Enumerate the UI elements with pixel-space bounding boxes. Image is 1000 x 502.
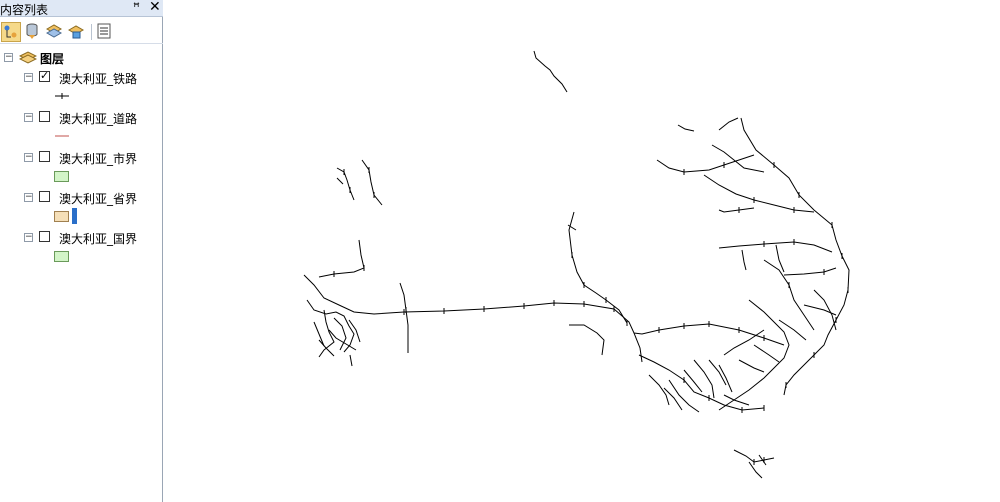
layer-label-country[interactable]: 澳大利亚_国界 — [59, 232, 138, 246]
toc-toolbar — [0, 20, 163, 44]
railway-symbol — [55, 93, 69, 99]
map-display[interactable] — [164, 0, 1000, 502]
country-visibility-checkbox[interactable] — [39, 231, 50, 242]
options-list-icon — [97, 23, 111, 39]
edit-cursor-bar — [72, 208, 77, 224]
road-visibility-checkbox[interactable] — [39, 111, 50, 122]
toolbar-separator — [91, 24, 92, 40]
layers-group-icon — [19, 51, 37, 64]
root-layer-label[interactable]: 图层 — [40, 52, 65, 66]
railway-crossties — [333, 162, 849, 465]
database-icon — [26, 23, 38, 39]
root-collapse-toggle[interactable]: − — [4, 52, 13, 62]
close-icon[interactable]: ✕ — [149, 0, 161, 15]
layers-icon — [45, 24, 63, 38]
country-collapse-toggle[interactable]: − — [24, 232, 33, 242]
province-collapse-toggle[interactable]: − — [24, 192, 33, 202]
options-button[interactable] — [95, 22, 115, 42]
railway-collapse-toggle[interactable]: − — [24, 72, 33, 82]
city-fill-swatch — [54, 171, 69, 182]
layer-label-railway[interactable]: 澳大利亚_铁路 — [59, 72, 138, 86]
province-fill-swatch — [54, 211, 69, 222]
road-collapse-toggle[interactable]: − — [24, 112, 33, 122]
road-symbol — [55, 135, 69, 137]
railway-visibility-checkbox[interactable]: ✓ — [39, 69, 50, 82]
country-fill-swatch — [54, 251, 69, 262]
pin-icon[interactable]: ꟸ — [133, 0, 140, 14]
layer-label-city[interactable]: 澳大利亚_市界 — [59, 152, 138, 166]
list-by-visibility-button[interactable] — [45, 22, 65, 42]
list-by-selection-button[interactable] — [67, 22, 87, 42]
toc-title: 内容列表 — [0, 3, 49, 17]
city-collapse-toggle[interactable]: − — [24, 152, 33, 162]
list-by-drawing-order-button[interactable] — [1, 22, 21, 42]
city-visibility-checkbox[interactable] — [39, 151, 50, 162]
railway-lines — [303, 50, 850, 479]
list-by-source-button[interactable] — [23, 22, 43, 42]
layer-label-road[interactable]: 澳大利亚_道路 — [59, 112, 138, 126]
layer-label-province[interactable]: 澳大利亚_省界 — [59, 192, 138, 206]
railway-network-map — [303, 50, 850, 479]
selection-icon — [67, 25, 85, 39]
province-visibility-checkbox[interactable] — [39, 191, 50, 202]
checkmark-icon: ✓ — [40, 69, 50, 82]
list-drawing-order-icon — [4, 25, 17, 38]
toc-title-bar: 内容列表 ꟸ ✕ — [0, 0, 163, 17]
table-of-contents-panel: 内容列表 ꟸ ✕ — [0, 0, 163, 502]
